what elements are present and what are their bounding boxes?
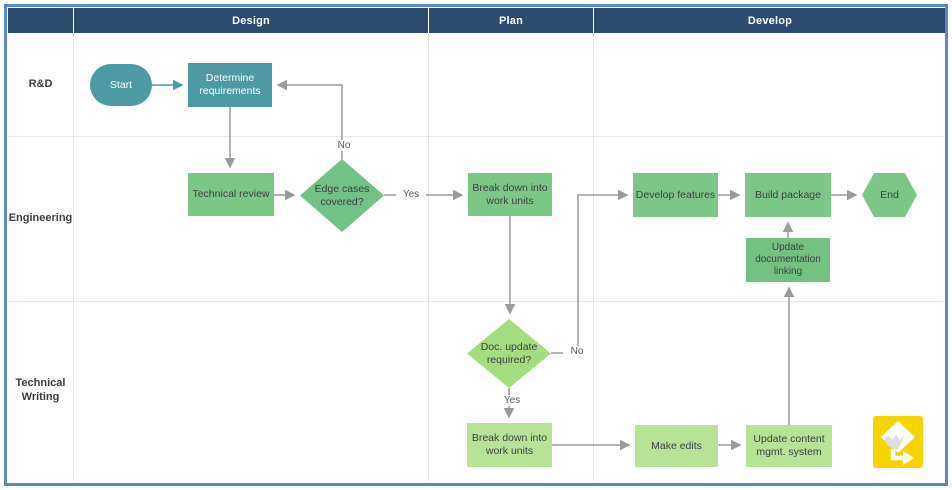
node-update-documentation-linking[interactable]: Update documentation linking <box>746 238 830 282</box>
column-divider <box>73 33 74 481</box>
column-divider <box>428 33 429 481</box>
lane-label-technical-writing: Technical Writing <box>15 377 66 403</box>
header-label-design: Design <box>232 14 270 27</box>
edge-label-no: No <box>563 346 591 357</box>
node-make-edits[interactable]: Make edits <box>635 425 718 467</box>
node-break-down-work-units-engineering[interactable]: Break down into work units <box>468 173 552 216</box>
header-label-develop: Develop <box>747 14 793 27</box>
lane-label-engineering: Engineering <box>8 211 73 224</box>
node-build-package[interactable]: Build package <box>745 173 831 217</box>
node-doc-update-decision[interactable]: Doc. update required? <box>467 319 551 388</box>
edge-label-no: No <box>331 140 357 151</box>
lane-divider <box>8 301 946 302</box>
edge-label-yes: Yes <box>396 189 426 200</box>
node-technical-review[interactable]: Technical review <box>188 173 274 216</box>
header-cell-empty <box>8 8 73 33</box>
node-edge-cases-decision[interactable]: Edge cases covered? <box>300 159 384 232</box>
node-start[interactable]: Start <box>90 64 152 106</box>
header-cell-plan: Plan <box>429 8 593 33</box>
node-update-content-mgmt-system[interactable]: Update content mgmt. system <box>746 425 832 467</box>
node-end[interactable]: End <box>862 173 917 217</box>
header-cell-design: Design <box>74 8 428 33</box>
header-label-plan: Plan <box>498 14 524 27</box>
lucidchart-logo-icon[interactable] <box>873 416 923 468</box>
lane-divider <box>8 136 946 137</box>
node-determine-requirements[interactable]: Determine requirements <box>188 63 272 107</box>
header-cell-develop: Develop <box>594 8 946 33</box>
edge-docupdate-no-to-develop <box>551 189 629 354</box>
column-divider <box>593 33 594 481</box>
node-develop-features[interactable]: Develop features <box>633 173 718 217</box>
edge-label-yes: Yes <box>497 395 527 406</box>
lane-label-rnd: R&D <box>28 77 53 90</box>
node-break-down-work-units-writing[interactable]: Break down into work units <box>467 423 552 467</box>
